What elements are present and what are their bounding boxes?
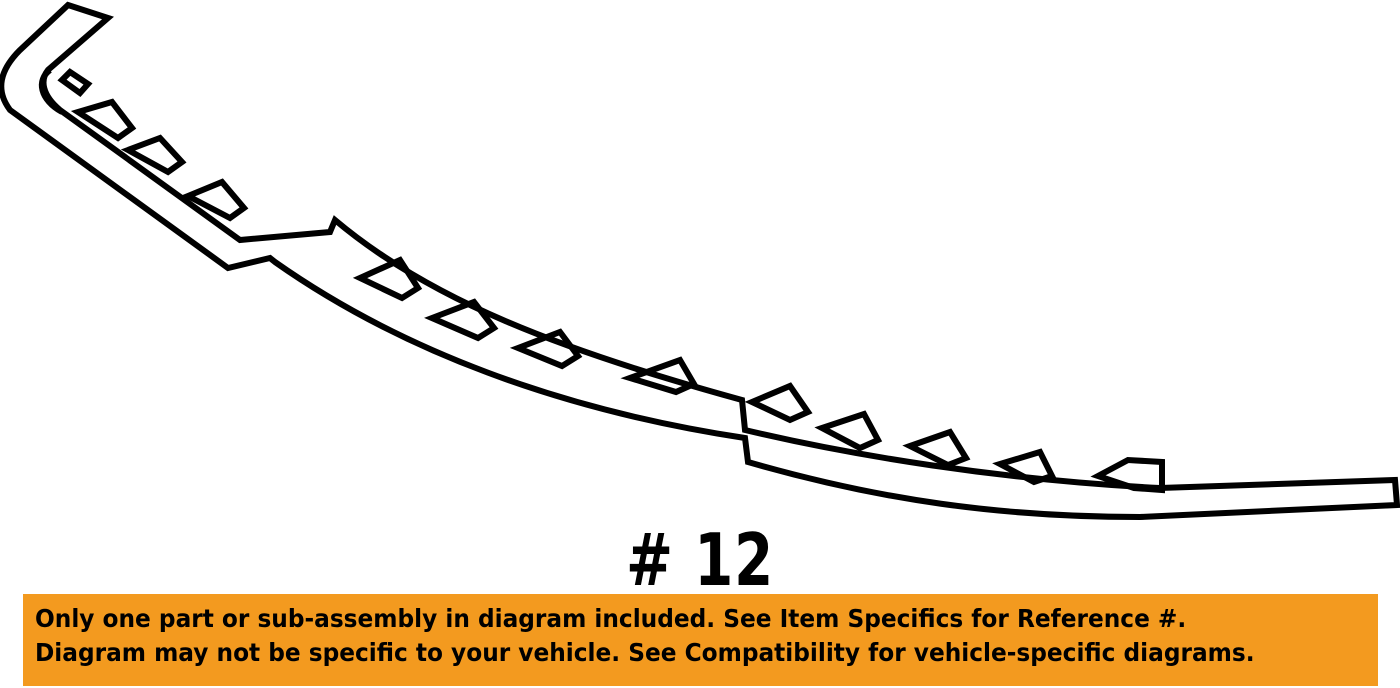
part-number-label: # 12 bbox=[626, 518, 774, 602]
clip-tab bbox=[352, 256, 423, 302]
clip-tab bbox=[57, 68, 93, 98]
disclaimer-line-1: Only one part or sub-assembly in diagram… bbox=[35, 604, 1187, 633]
clip-tab bbox=[424, 298, 499, 342]
clip-tab bbox=[1090, 456, 1165, 494]
trim-strip-outline bbox=[0, 1, 1400, 521]
clip-tab bbox=[902, 428, 971, 469]
clip-tab bbox=[509, 328, 583, 370]
disclaimer-line-2: Diagram may not be specific to your vehi… bbox=[35, 638, 1255, 667]
clip-tab bbox=[180, 178, 249, 222]
clip-tab bbox=[620, 356, 699, 396]
clip-tab bbox=[70, 98, 137, 142]
clip-tab bbox=[120, 134, 187, 176]
clip-tab bbox=[992, 448, 1057, 486]
clip-tab bbox=[814, 410, 883, 452]
disclaimer-banner: Only one part or sub-assembly in diagram… bbox=[23, 594, 1378, 686]
clip-tab bbox=[744, 382, 813, 424]
trim-strip-inner-edge bbox=[38, 67, 64, 115]
